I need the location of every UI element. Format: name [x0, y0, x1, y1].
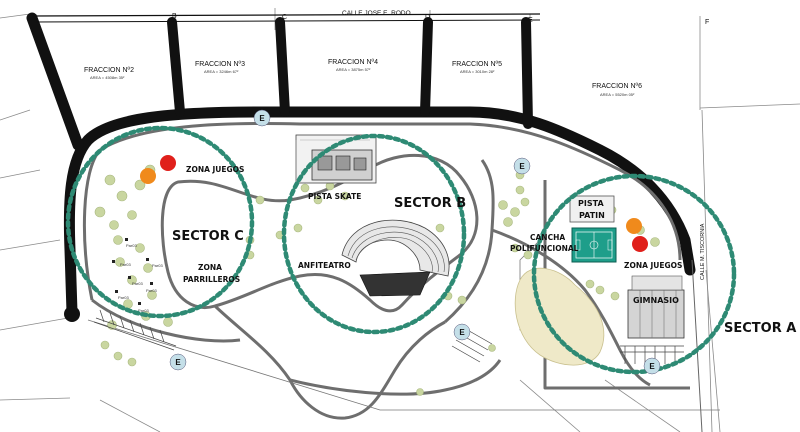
sector-b-circle: [281, 133, 467, 335]
play-red-a: [632, 236, 648, 252]
svg-text:F: F: [705, 19, 709, 26]
parrillero-4: Par03: [128, 276, 143, 286]
zone-cancha-label-2: POLIFUNCIONAL: [510, 244, 579, 253]
sector-a-circle: [531, 173, 737, 375]
svg-text:Par03: Par03: [152, 263, 163, 268]
outer-park-path: [82, 122, 682, 301]
grid-letters: B C D E F: [172, 13, 709, 26]
entrance-3: E: [453, 323, 471, 341]
parrillero-markers: Par03 Par03 Par03 Par03 Par03 Par03 Par0…: [112, 238, 163, 313]
zone-gimnasio-label: GIMNASIO: [633, 296, 679, 305]
play-orange-c: [140, 168, 156, 184]
svg-text:E: E: [528, 17, 533, 24]
sector-labels: SECTOR C SECTOR B SECTOR A: [172, 196, 796, 336]
entrance-5: E: [643, 357, 661, 375]
svg-text:E: E: [519, 162, 525, 171]
entrance-1: E: [253, 109, 271, 127]
top-street: CALLE JOSE E. RODO: [31, 10, 541, 23]
sector-c-circle: [65, 125, 255, 319]
zone-juegos-c-label: ZONA JUEGOS: [186, 165, 244, 174]
svg-text:Par03: Par03: [120, 262, 131, 267]
fraction-labels: FRACCION Nº2 AREA = 4508m 35² FRACCION N…: [84, 59, 642, 97]
fraction-5-name: FRACCION Nº5: [452, 61, 502, 68]
zone-parrilleros-label-2: PARRILLEROS: [183, 275, 240, 284]
zone-skate-label: PISTA SKATE: [308, 192, 361, 201]
skate-park: [295, 134, 377, 184]
svg-text:E: E: [459, 328, 465, 337]
fraction-6-area: AREA = 5520m 05²: [600, 92, 635, 97]
bottom-sweep-path: [289, 359, 502, 396]
svg-text:Par03: Par03: [118, 295, 129, 300]
svg-text:E: E: [649, 362, 655, 371]
svg-text:Par03: Par03: [146, 288, 157, 293]
entrance-4: E: [169, 353, 187, 371]
play-equipment: [140, 155, 648, 252]
multisport-court: [571, 227, 617, 263]
svg-text:Par03: Par03: [126, 243, 137, 248]
right-street: CALLE M. TISCORNIA: [691, 109, 713, 432]
sector-a-label: SECTOR A: [724, 321, 796, 336]
svg-text:E: E: [259, 114, 265, 123]
right-vertical-path: [543, 180, 690, 390]
cul-de-sac: [64, 306, 80, 322]
street-label-right: CALLE M. TISCORNIA: [700, 223, 706, 280]
svg-text:B: B: [172, 13, 177, 20]
central-lower-path: [213, 304, 446, 420]
gymnasium: [627, 275, 685, 339]
parrillero-3: Par03: [146, 258, 163, 268]
zone-cancha-label-1: CANCHA: [530, 233, 565, 242]
svg-text:Par03: Par03: [132, 281, 143, 286]
svg-text:Par03: Par03: [138, 308, 149, 313]
zone-patin-label-1: PISTA: [578, 199, 604, 208]
parrillero-1: Par03: [125, 238, 137, 248]
fraction-2-name: FRACCION Nº2: [84, 67, 134, 74]
parrillero-2: Par03: [112, 260, 131, 267]
stage: [359, 271, 431, 297]
zone-anfiteatro-label: ANFITEATRO: [298, 261, 351, 270]
left-diagonal-road: [26, 12, 84, 151]
play-orange-a: [626, 218, 642, 234]
svg-text:D: D: [425, 14, 430, 21]
left-lower-path: [91, 298, 241, 343]
parrillero-7: Par03: [138, 302, 149, 313]
zone-parrilleros-label-1: ZONA: [198, 263, 222, 272]
park-paths: [82, 122, 690, 420]
road-d: [420, 17, 433, 117]
parrillero-6: Par03: [115, 290, 129, 300]
fraction-4-name: FRACCION Nº4: [328, 59, 378, 66]
sector-c-label: SECTOR C: [172, 229, 244, 244]
fraction-5-area: AREA = 3010m 28²: [460, 69, 495, 74]
skating-track: [569, 195, 615, 223]
fraction-3-area: AREA = 3246m 67²: [204, 69, 239, 74]
road-b: [167, 17, 185, 117]
road-c: [275, 17, 290, 117]
svg-text:C: C: [282, 14, 287, 21]
play-red-c: [160, 155, 176, 171]
sector-b-label: SECTOR B: [394, 196, 466, 211]
fraction-2-area: AREA = 4508m 35²: [90, 75, 125, 80]
zone-patin-label-2: PATIN: [579, 211, 605, 220]
fraction-6-name: FRACCION Nº6: [592, 83, 642, 90]
svg-text:E: E: [175, 358, 181, 367]
parrillero-5: Par03: [146, 282, 157, 293]
road-e: [521, 17, 533, 129]
amphitheatre: [341, 219, 450, 297]
zone-labels: ZONA JUEGOS ZONA PARRILLEROS PISTA SKATE…: [183, 165, 682, 305]
entrances: E E E E E: [169, 109, 661, 375]
sector-circles: [65, 125, 737, 375]
zone-juegos-a-label: ZONA JUEGOS: [624, 261, 682, 270]
street-label-top: CALLE JOSE E. RODO: [342, 10, 411, 17]
fraction-3-name: FRACCION Nº3: [195, 61, 245, 68]
entrance-2: E: [513, 157, 531, 175]
fraction-4-area: AREA = 3875m 57²: [336, 67, 371, 72]
